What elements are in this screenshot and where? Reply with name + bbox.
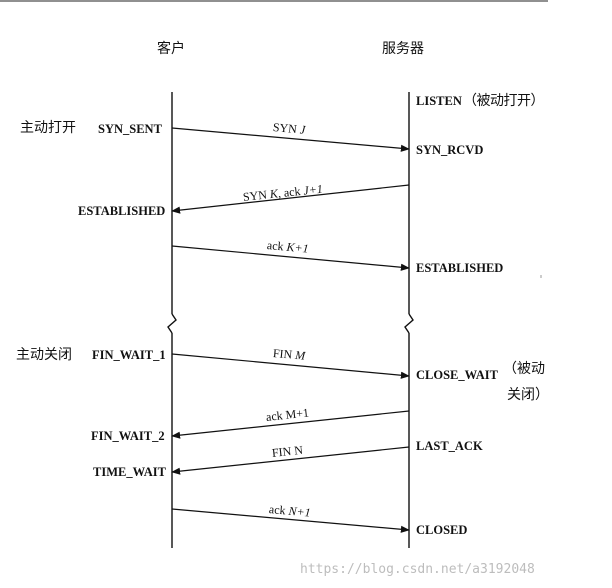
client-state-established: ESTABLISHED bbox=[78, 204, 166, 218]
msg-ack-k-a: ack bbox=[266, 238, 288, 254]
client-state-time-wait: TIME_WAIT bbox=[93, 465, 166, 479]
msg-ack-n-b: N+1 bbox=[287, 503, 312, 520]
passive-close-note-2: 关闭） bbox=[507, 387, 549, 403]
arrow-ack-k bbox=[171, 245, 410, 271]
msg-fin-m: FIN M bbox=[272, 346, 306, 363]
msg-syn-j: SYN J bbox=[272, 120, 305, 137]
server-state-last-ack: LAST_ACK bbox=[416, 439, 483, 453]
client-timeline-break bbox=[167, 313, 177, 334]
arrow-fin-n bbox=[171, 446, 410, 475]
client-state-fin-wait-2: FIN_WAIT_2 bbox=[91, 429, 165, 443]
passive-close-note-1: （被动 bbox=[503, 361, 545, 377]
server-header: 服务器 bbox=[382, 41, 424, 57]
server-state-closed: CLOSED bbox=[416, 523, 468, 537]
server-state-close-wait: CLOSE_WAIT bbox=[416, 368, 498, 382]
arrow-syn-k-ack bbox=[171, 184, 410, 214]
client-state-fin-wait-1: FIN_WAIT_1 bbox=[92, 348, 166, 362]
arrow-fin-m bbox=[171, 353, 410, 379]
msg-syn-k-c: , ack bbox=[277, 183, 305, 201]
msg-syn-k-a: SYN bbox=[242, 187, 271, 204]
client-header: 客户 bbox=[157, 41, 185, 57]
arrow-ack-m bbox=[171, 410, 410, 439]
server-state-syn-rcvd: SYN_RCVD bbox=[416, 143, 484, 157]
passive-open-note: （被动打开） bbox=[463, 93, 545, 109]
arrow-ack-n bbox=[171, 508, 410, 533]
server-state-established: ESTABLISHED bbox=[416, 261, 504, 275]
server-state-listen: LISTEN bbox=[416, 94, 462, 108]
client-state-syn-sent: SYN_SENT bbox=[98, 122, 162, 136]
server-timeline-break bbox=[404, 313, 414, 334]
msg-fin-m-b: M bbox=[294, 347, 306, 363]
msg-syn-k-d: J+1 bbox=[302, 181, 324, 198]
active-close-note: 主动关闭 bbox=[16, 347, 72, 363]
msg-fin-m-a: FIN bbox=[272, 346, 296, 362]
msg-ack-n: ack N+1 bbox=[268, 502, 312, 520]
msg-ack-k-b: K+1 bbox=[285, 239, 310, 256]
watermark: https://blog.csdn.net/a3192048 bbox=[300, 562, 535, 577]
msg-ack-k: ack K+1 bbox=[266, 238, 310, 256]
msg-ack-n-a: ack bbox=[268, 502, 290, 518]
msg-fin-n: FIN N bbox=[271, 443, 303, 460]
active-open-note: 主动打开 bbox=[20, 120, 76, 136]
arrow-syn-j bbox=[171, 127, 410, 152]
msg-syn-j-a: SYN bbox=[272, 120, 301, 137]
